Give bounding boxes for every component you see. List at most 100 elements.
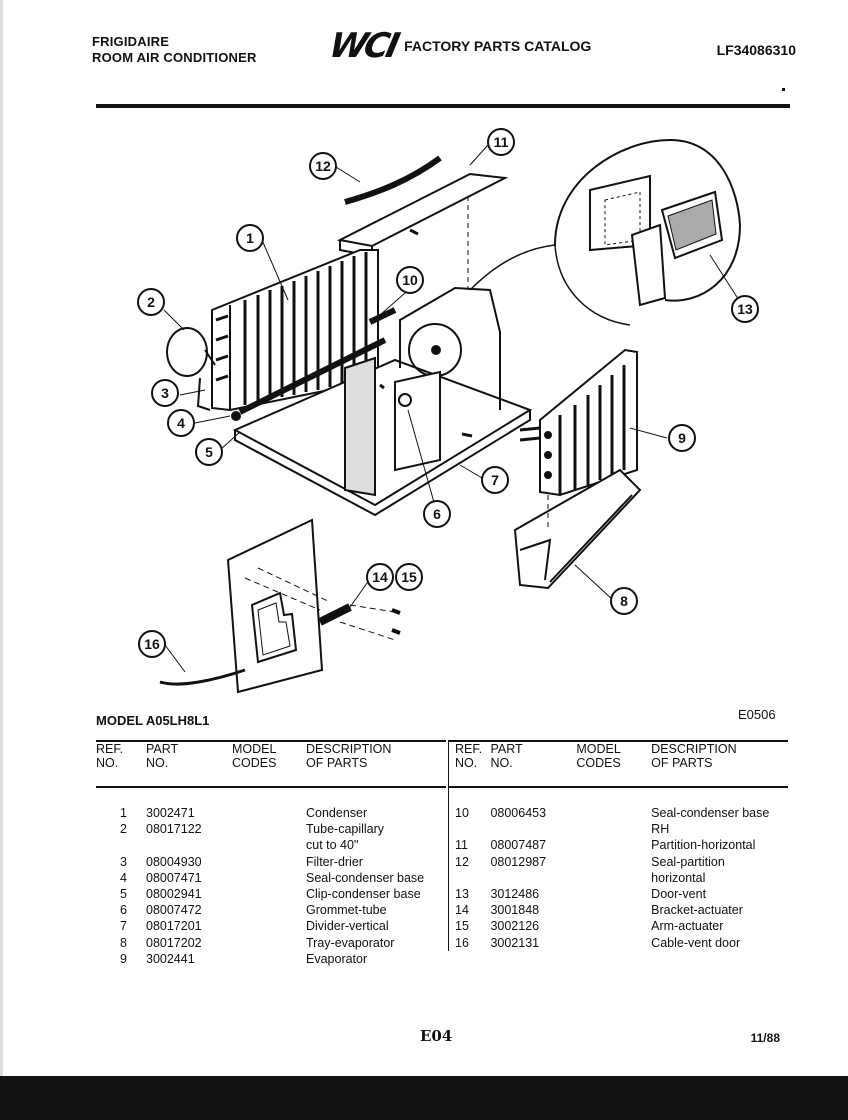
spacer-row [449,787,789,805]
description-cell: Door-vent [651,887,707,902]
callout-leaders [163,144,745,673]
description-cell: Condenser [306,806,368,820]
part-number-cell: 3002471 [146,806,195,820]
ref-cell: 4 [120,870,127,885]
callout-9: 9 [678,430,686,446]
ref-cell: 16 [455,935,469,950]
spacer-row [96,787,446,805]
description-continuation: RH [651,822,670,837]
condenser-drawing [211,249,379,412]
scan-dot [782,88,785,91]
description-cell: Grommet-tube [306,903,387,918]
ref-cell: 10 [455,806,469,820]
model-code-cell [232,821,306,853]
callout-16: 16 [144,636,160,652]
ref-cell: 14 [455,903,469,918]
brand-name: FRIGIDAIRE [92,34,170,49]
part-number-cell: 08007472 [146,903,202,918]
table-row: 7 08017201 Divider-vertical [96,918,446,934]
partition-horizontal-drawing [336,155,509,290]
model-code-cell [576,837,651,853]
part-number-cell: 08017201 [146,919,202,934]
description-cell: Seal-condenser base [306,870,425,885]
model-code-cell [232,935,306,951]
description-cell: Filter-drier [306,854,363,869]
table-row: 16 3002131 Cable-vent door [449,935,789,951]
ref-cell: 9 [120,951,127,966]
callout-1: 1 [246,230,254,246]
evaporator-drawing [519,348,638,497]
product-line: ROOM AIR CONDITIONER [92,50,257,65]
model-code-cell [232,918,306,934]
part-number-cell: 08012987 [490,854,547,869]
description-cell: Partition-horizontal [651,838,756,853]
ref-cell: 11 [455,838,468,853]
description-continuation: cut to 40" [306,838,359,853]
table-row: 1 3002471 Condenser [96,805,446,821]
catalog-header: WCI FACTORY PARTS CATALOG [326,26,592,66]
model-code-cell [576,854,651,886]
table-row: 6 08007472 Grommet-tube [96,902,446,918]
base-pan-drawing [232,286,533,517]
ref-cell: 6 [120,903,127,918]
model-line: MODEL A05LH8L1 [96,713,210,728]
description-cell: Bracket-actuater [651,903,743,918]
callout-7: 7 [491,472,499,488]
ref-cell: 13 [455,887,469,902]
actuator-plate-drawing [159,518,401,694]
description-cell: Cable-vent door [651,935,741,950]
ref-cell: 1 [120,806,127,820]
part-number-cell: 08002941 [146,887,202,902]
model-code-cell [576,918,651,934]
description-cell: Divider-vertical [306,919,389,934]
model-code-cell [576,805,651,837]
part-number-cell: 08007487 [490,838,547,853]
table-row: 11 08007487 Partition-horizontal [449,837,789,853]
callout-5: 5 [205,444,213,460]
table-row: 3 08004930 Filter-drier [96,854,446,870]
description-cell: Clip-condenser base [306,887,421,902]
vent-door-detail-drawing [469,138,742,326]
description-continuation: horizontal [651,870,706,885]
model-code-cell [576,902,651,918]
callout-3: 3 [161,385,169,401]
description-cell: Tray-evaporator [306,935,395,950]
ref-cell: 7 [120,919,127,934]
scan-bottom-border [0,1076,848,1120]
model-code-cell [232,902,306,918]
part-number-cell: 3002441 [146,951,195,966]
part-number-cell: 08004930 [146,854,202,869]
callout-10: 10 [402,272,418,288]
doc-number: LF34086310 [716,42,796,58]
callout-13: 13 [737,301,753,317]
col-ref-header: REF.NO. [448,741,491,788]
callout-14: 14 [372,569,388,585]
condenser-seals-drawing [231,307,397,421]
brand-block: FRIGIDAIRE ROOM AIR CONDITIONER [92,34,257,66]
part-number-cell: 3002131 [490,935,540,950]
ref-cell: 3 [120,854,127,869]
ref-cell: 15 [455,919,469,934]
ref-cell: 2 [120,822,127,837]
model-code-cell [576,886,651,902]
catalog-title: FACTORY PARTS CATALOG [404,38,592,54]
callout-circles [137,128,759,658]
part-number-cell: 3012486 [490,887,540,902]
callout-12: 12 [315,158,331,174]
evaporator-tray-drawing [513,468,642,590]
